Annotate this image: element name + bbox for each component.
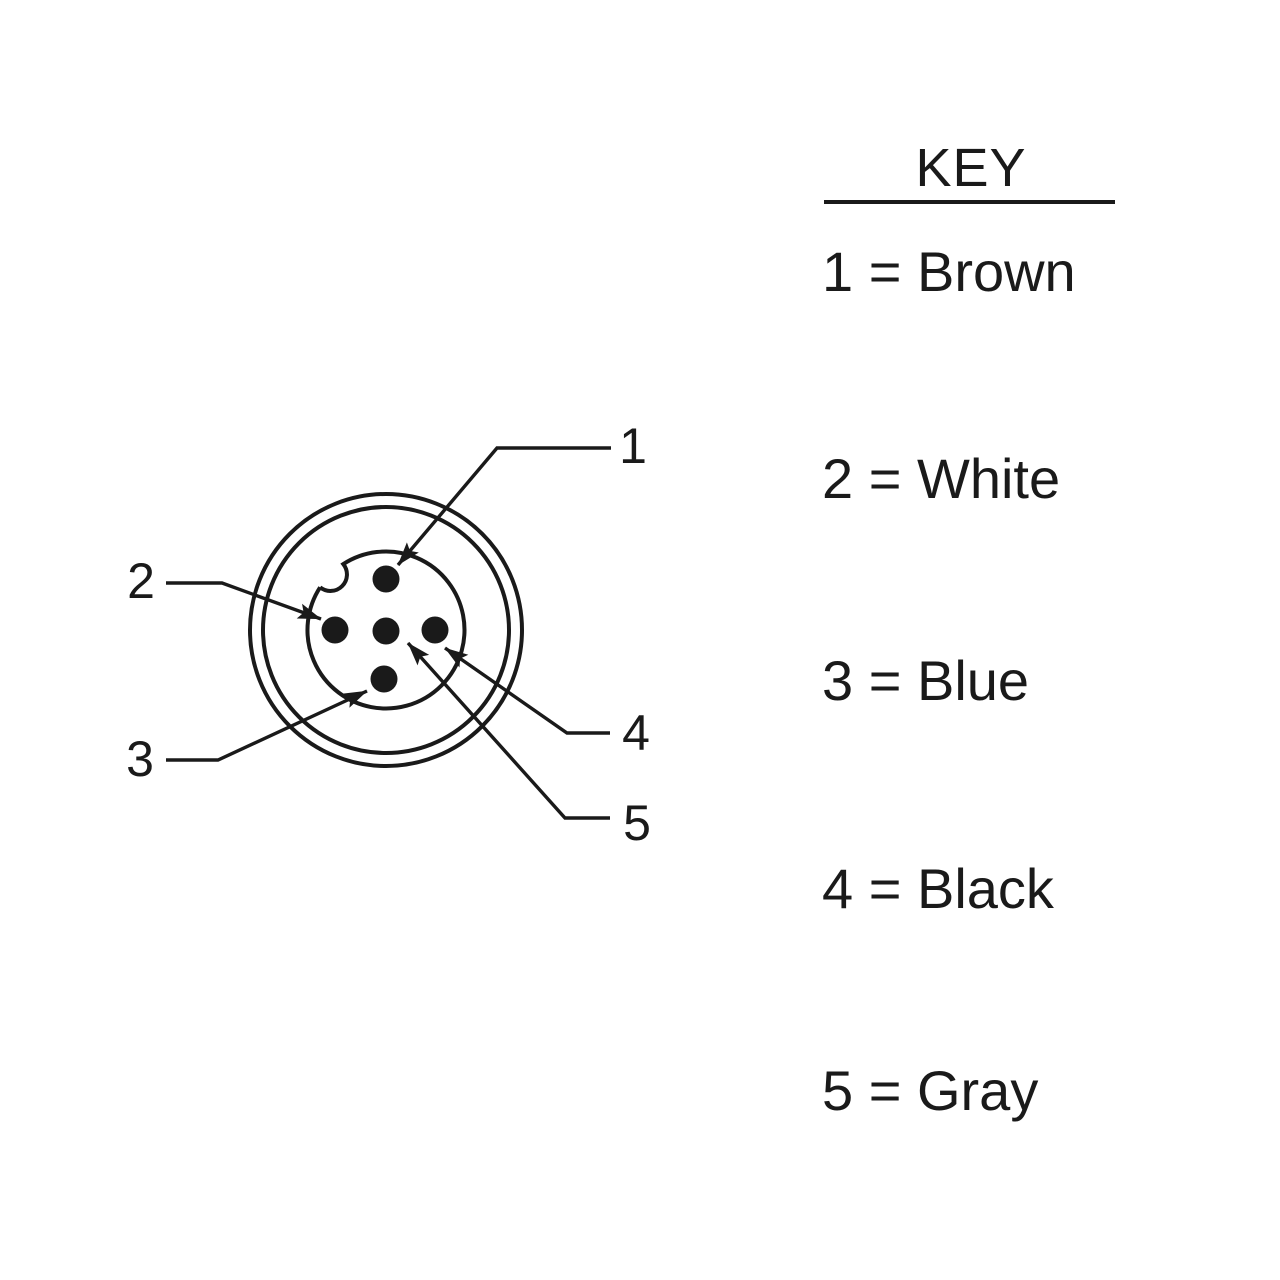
key-entry-pin-5: 5 = Gray (822, 1059, 1039, 1122)
pin-5-label: 5 (623, 795, 651, 851)
pin-2-leader-line (166, 581, 322, 621)
key-entry-pin-1: 1 = Brown (822, 240, 1076, 303)
pin-3-leader-line (166, 689, 368, 762)
pin-4-label: 4 (622, 705, 650, 761)
connector-outer-ring (248, 492, 524, 768)
pin-2-label: 2 (127, 553, 155, 609)
pin-2-contact (321, 616, 349, 644)
key-title-underline (824, 200, 1115, 204)
key-entry-pin-4: 4 = Black (822, 857, 1054, 920)
key-title: KEY (915, 138, 1027, 198)
pin-5-leader-line (406, 641, 610, 820)
pin-3-contact (370, 665, 398, 693)
pin-4-leader-line (444, 646, 610, 735)
pin-4-contact (421, 616, 449, 644)
key-entry-pin-2: 2 = White (822, 447, 1061, 510)
pin-5-contact (372, 617, 400, 645)
connector-face-keyway-notch (305, 549, 467, 711)
pin-1-contact (372, 565, 400, 593)
pin-3-label: 3 (126, 731, 154, 787)
key-entry-pin-3: 3 = Blue (822, 649, 1030, 712)
connector-middle-ring (261, 505, 511, 755)
pin-1-label: 1 (619, 418, 647, 474)
pin-1-leader-line (396, 446, 611, 567)
